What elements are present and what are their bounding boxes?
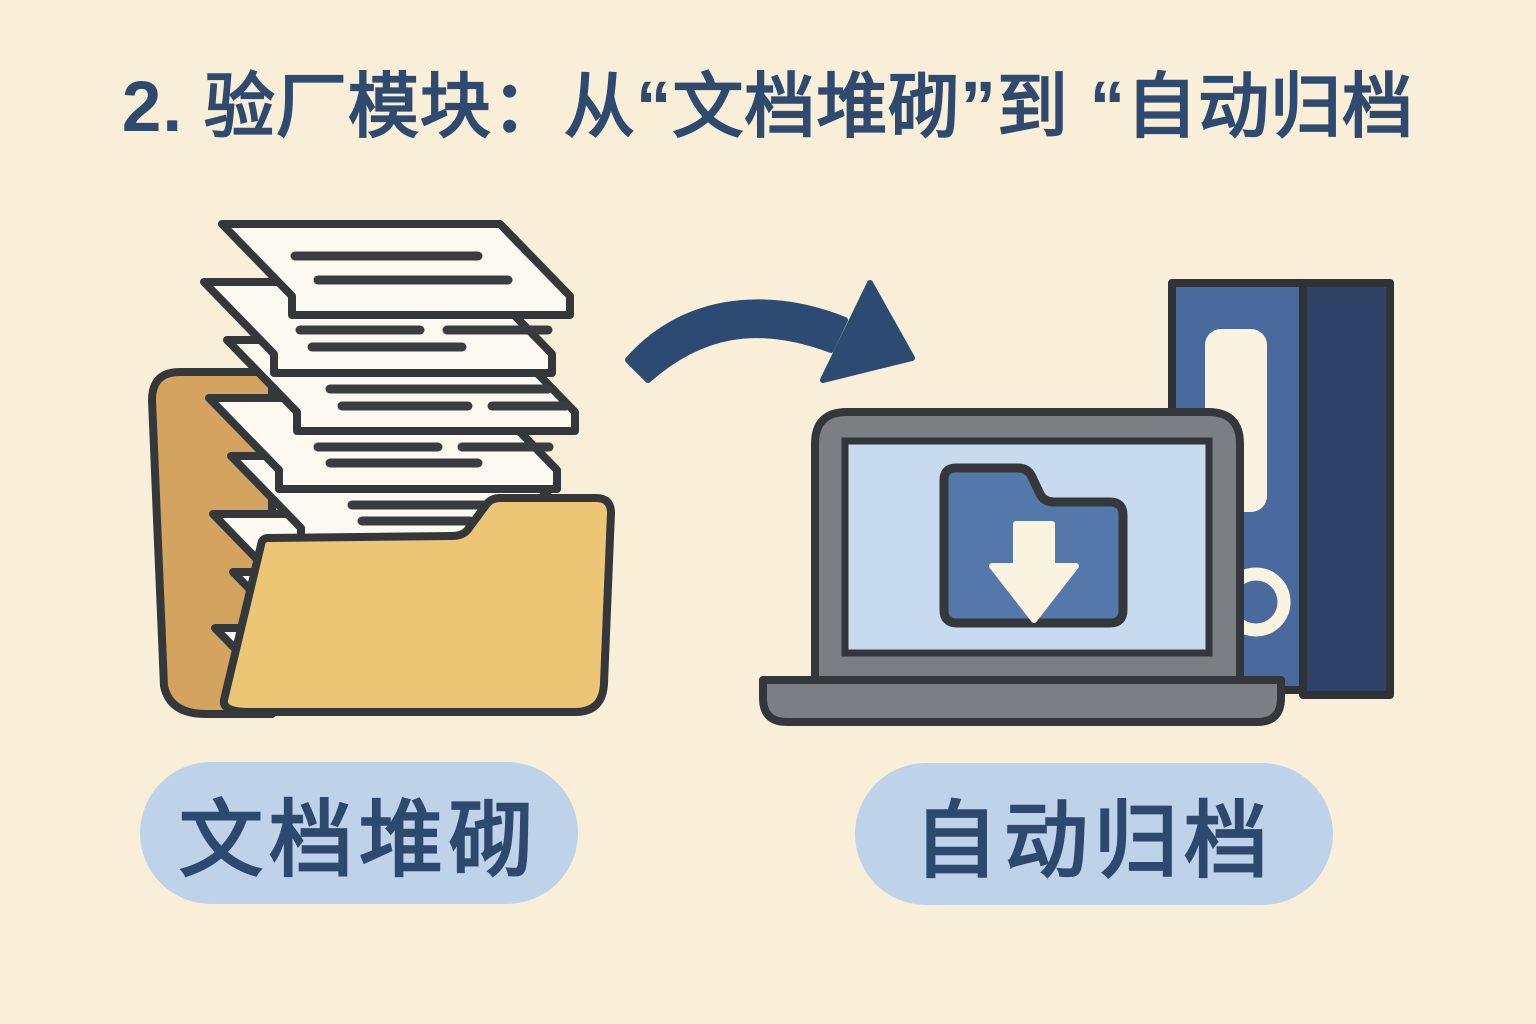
download-arrow-icon xyxy=(989,521,1079,623)
laptop-base xyxy=(759,676,1285,726)
laptop-icon xyxy=(759,408,1285,726)
label-pill-auto-archive: 自动归档 xyxy=(855,763,1333,905)
curved-right-arrow-icon xyxy=(625,280,915,383)
page-title: 2. 验厂模块：从“文档堆砌”到 “自动归档 xyxy=(121,68,1415,147)
arrow-head xyxy=(820,280,915,383)
label-text-left: 文档堆砌 xyxy=(178,792,539,887)
folder-front-panel xyxy=(219,494,615,716)
label-pill-document-piling: 文档堆砌 xyxy=(140,762,578,904)
label-text-right: 自动归档 xyxy=(913,793,1274,888)
document-pile-folder-icon xyxy=(148,220,615,718)
binder-navy xyxy=(1299,279,1394,699)
arrow-tail xyxy=(625,299,848,383)
